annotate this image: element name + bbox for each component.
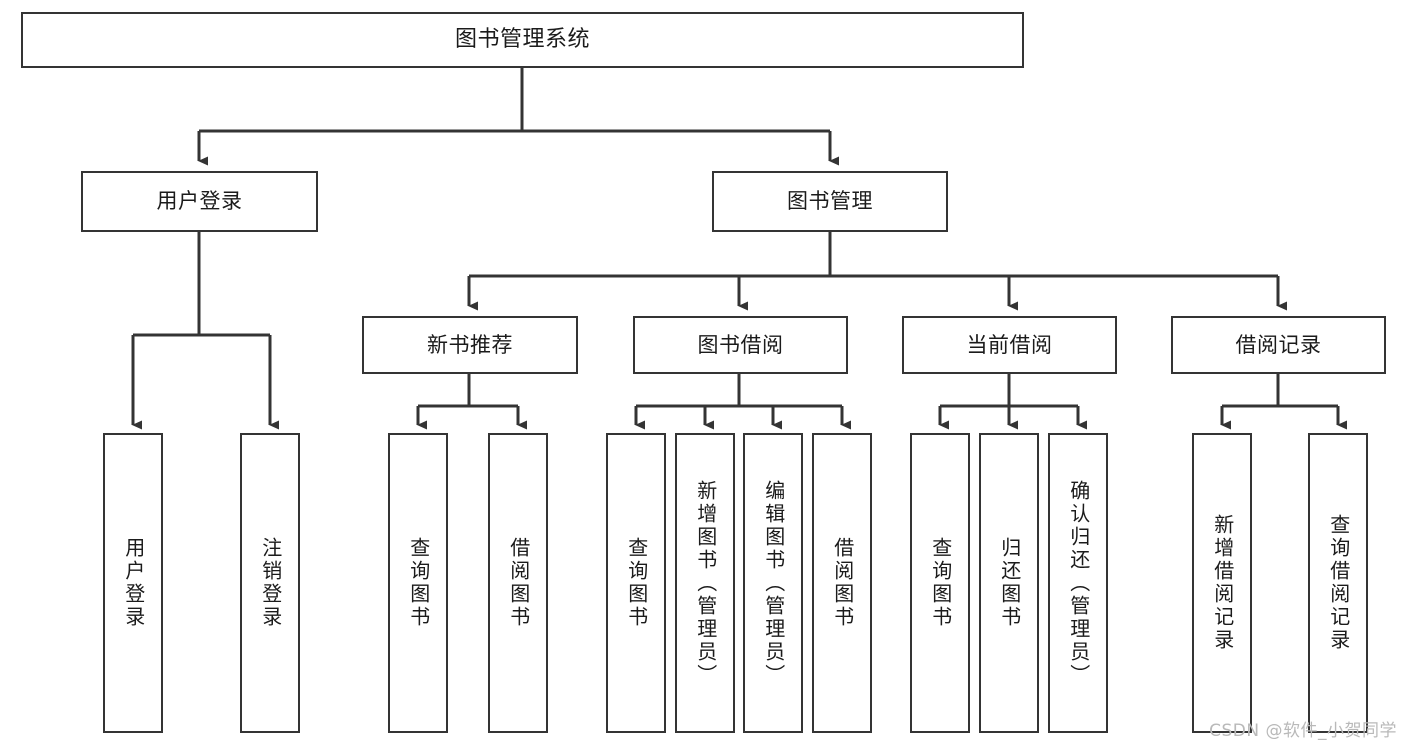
leaf-user-login[interactable]: 用户登录 <box>103 433 163 733</box>
leaf-add-borrow-record[interactable]: 新增借阅记录 <box>1192 433 1252 733</box>
node-label: 新书推荐 <box>427 332 513 357</box>
leaf-confirm-return-admin[interactable]: 确认归还（管理员） <box>1048 433 1108 733</box>
node-label: 确认归还（管理员） <box>1066 479 1091 687</box>
leaf-borrow-book-recommend[interactable]: 借阅图书 <box>488 433 548 733</box>
node-borrow-record[interactable]: 借阅记录 <box>1171 316 1386 374</box>
node-label: 注销登录 <box>258 537 283 629</box>
leaf-query-book-current[interactable]: 查询图书 <box>910 433 970 733</box>
node-label: 用户登录 <box>156 189 243 214</box>
node-new-book-recommend[interactable]: 新书推荐 <box>362 316 578 374</box>
leaf-add-book-admin[interactable]: 新增图书（管理员） <box>675 433 735 733</box>
node-label: 查询图书 <box>406 537 431 629</box>
node-label: 借阅图书 <box>506 537 531 629</box>
leaf-query-book-recommend[interactable]: 查询图书 <box>388 433 448 733</box>
node-book-management-system[interactable]: 图书管理系统 <box>21 12 1024 68</box>
node-current-borrow[interactable]: 当前借阅 <box>902 316 1117 374</box>
leaf-query-book-borrow[interactable]: 查询图书 <box>606 433 666 733</box>
node-label: 新增图书（管理员） <box>693 479 718 687</box>
node-label: 图书借阅 <box>697 332 784 357</box>
node-label: 查询图书 <box>928 537 953 629</box>
node-label: 当前借阅 <box>966 332 1053 357</box>
node-label: 新增借阅记录 <box>1210 514 1235 652</box>
node-label: 编辑图书（管理员） <box>761 479 786 687</box>
leaf-borrow-book[interactable]: 借阅图书 <box>812 433 872 733</box>
node-label: 图书管理 <box>787 189 873 214</box>
node-label: 归还图书 <box>997 537 1022 629</box>
node-book-management[interactable]: 图书管理 <box>712 171 948 232</box>
leaf-return-book[interactable]: 归还图书 <box>979 433 1039 733</box>
leaf-edit-book-admin[interactable]: 编辑图书（管理员） <box>743 433 803 733</box>
node-label: 查询借阅记录 <box>1326 514 1351 652</box>
node-book-borrow[interactable]: 图书借阅 <box>633 316 848 374</box>
node-label: 图书管理系统 <box>454 27 590 53</box>
node-label: 查询图书 <box>624 537 649 629</box>
leaf-logout[interactable]: 注销登录 <box>240 433 300 733</box>
node-user-login[interactable]: 用户登录 <box>81 171 318 232</box>
node-label: 借阅记录 <box>1235 332 1322 357</box>
node-label: 借阅图书 <box>830 537 855 629</box>
node-label: 用户登录 <box>121 537 146 629</box>
leaf-query-borrow-record[interactable]: 查询借阅记录 <box>1308 433 1368 733</box>
